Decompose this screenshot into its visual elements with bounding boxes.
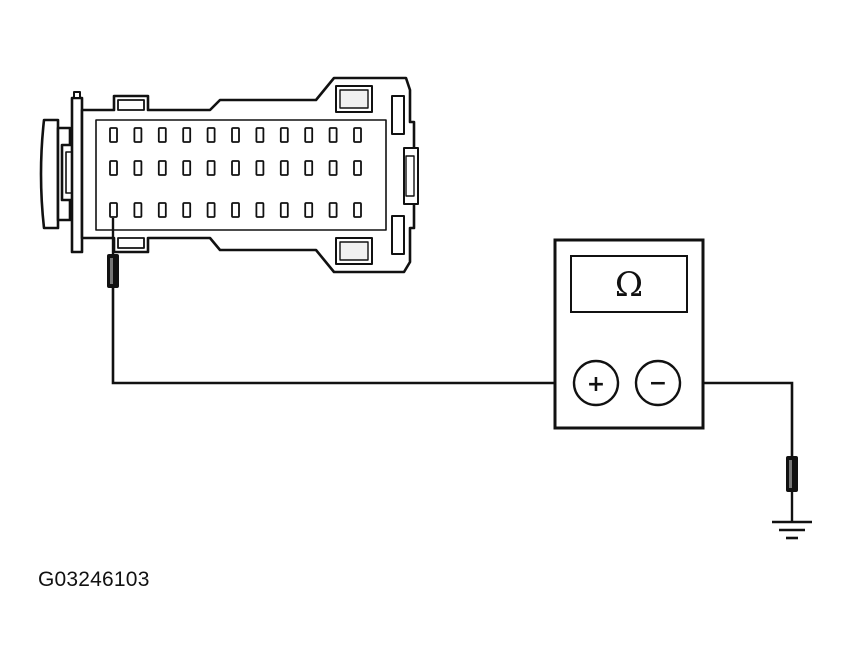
negative-lead-wire xyxy=(680,381,794,456)
ohm-symbol: Ω xyxy=(615,265,643,305)
connector-pin-cavity xyxy=(328,127,338,143)
connector-pin-cavity xyxy=(353,127,362,143)
ohmmeter-display xyxy=(570,255,688,313)
connector-pin-grid xyxy=(109,127,362,218)
connector-pin-cavity xyxy=(133,127,143,143)
connector-bottom-clip xyxy=(117,237,145,249)
probe-tip-highlight xyxy=(110,258,113,284)
connector-left-flange xyxy=(39,118,60,230)
connector-pin-cavity xyxy=(109,127,118,143)
connector-pin-cavity xyxy=(206,160,216,176)
connector-pin-cavity xyxy=(133,202,143,218)
connector-pin-cavity xyxy=(182,127,192,143)
connector-pin-cavity xyxy=(279,160,289,176)
connector-pin-cavity xyxy=(353,160,362,176)
ohmmeter: Ω + − xyxy=(553,238,705,430)
connector-pin-cavity xyxy=(328,202,338,218)
connector-pin-cavity xyxy=(206,127,216,143)
connector-pin-cavity xyxy=(279,127,289,143)
connector-pin-cavity xyxy=(182,160,192,176)
electrical-connector xyxy=(39,76,419,274)
connector-pin-cavity xyxy=(304,160,314,176)
connector-pin-cavity xyxy=(304,202,314,218)
connector-pin-cavity xyxy=(182,202,192,218)
connector-right-window-bottom-inner xyxy=(339,241,369,261)
connector-pin-cavity xyxy=(133,160,143,176)
connector-face xyxy=(95,119,387,231)
ground-symbol xyxy=(772,520,812,540)
connector-right-tab-upper xyxy=(391,95,405,135)
positive-terminal xyxy=(572,359,620,407)
connector-pin-cavity xyxy=(109,160,118,176)
negative-terminal xyxy=(634,359,682,407)
connector-top-clip xyxy=(117,99,145,111)
connector-right-window-top-inner xyxy=(339,89,369,109)
connector-pin-cavity xyxy=(109,202,118,218)
connector-pin-cavity xyxy=(255,160,265,176)
test-leads xyxy=(111,288,794,456)
ground-probe-highlight xyxy=(789,460,792,488)
connector-pin-cavity xyxy=(255,202,265,218)
connector-pin-cavity xyxy=(255,127,265,143)
connector-pin-cavity xyxy=(231,160,240,176)
back-probe xyxy=(107,218,119,288)
connector-pin-cavity xyxy=(157,160,167,176)
connector-pin-cavity xyxy=(328,160,338,176)
ground-probe xyxy=(786,456,798,522)
positive-terminal-label: + xyxy=(587,372,605,397)
connector-pin-cavity xyxy=(231,127,240,143)
figure-id-label: G03246103 xyxy=(38,568,150,591)
connector-pin-cavity xyxy=(157,202,167,218)
connector-pin-cavity xyxy=(304,127,314,143)
connector-right-lock-inner xyxy=(405,155,415,197)
connector-pin-cavity xyxy=(157,127,167,143)
connector-right-tab-lower xyxy=(391,215,405,255)
connector-pin-cavity xyxy=(279,202,289,218)
negative-terminal-label: − xyxy=(649,371,667,396)
connector-pin-cavity xyxy=(231,202,240,218)
connector-left-post-cap xyxy=(73,91,81,99)
positive-lead-wire xyxy=(111,288,574,385)
connector-pin-cavity xyxy=(206,202,216,218)
connector-pin-cavity xyxy=(353,202,362,218)
connector-left-post xyxy=(70,96,84,254)
